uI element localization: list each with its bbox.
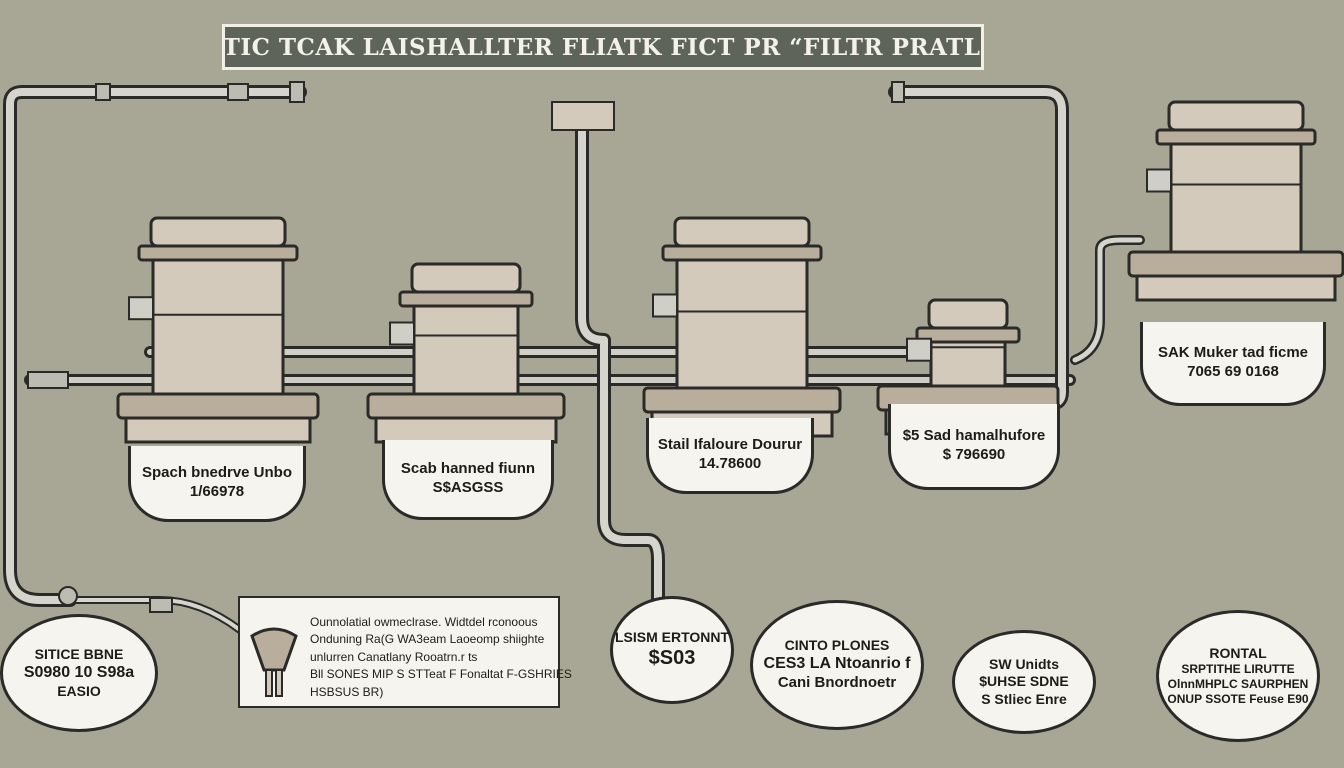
diagram-title: SEPTIC TCAK LAISHALLTER FLIATK FICT PR “… xyxy=(222,24,984,70)
filter-tank-2-base xyxy=(366,392,566,420)
note-line-2: Onduning Ra(G WA3eam Laoeomp shiighte xyxy=(310,632,545,647)
filter-tank-3 xyxy=(642,216,842,438)
filter-tank-5-lid xyxy=(1167,100,1305,132)
callout-1-line3: EASIO xyxy=(57,683,101,699)
callout-3-line3: Cani Bnordnoetr xyxy=(777,674,897,692)
filter-tank-5-collar xyxy=(1135,274,1337,302)
note-line-3: unlurren Canatlany Rooatrn.r ts xyxy=(310,649,478,664)
filter-tank-2-collar xyxy=(374,416,558,444)
filter-label-5-line2: 7065 69 0168 xyxy=(1187,362,1279,380)
filter-tank-2-body xyxy=(412,304,520,396)
filter-tank-1-lid xyxy=(149,216,287,248)
filter-label-2-line2: S$ASGSS xyxy=(432,478,504,496)
callout-4-line2: $UHSE SDNE xyxy=(979,673,1069,690)
filter-tank-4-port xyxy=(906,337,932,362)
filter-label-5: SAK Muker tad ficme 7065 69 0168 xyxy=(1140,322,1326,406)
callout-3-line2: CES3 LA Ntoanrio f xyxy=(763,655,911,673)
callout-5-line3: OlnnMHPLC SAURPHEN xyxy=(1167,677,1309,692)
note-line-5: HSBSUS BR) xyxy=(310,684,384,699)
callout-5-line1: RONTAL xyxy=(1209,644,1267,661)
filter-tank-1-collar xyxy=(124,416,312,444)
filter-tank-3-lid xyxy=(673,216,811,248)
filter-tank-3-body xyxy=(675,258,809,390)
callout-bubble-2: LSISM ERTONNT $S03 xyxy=(610,596,734,704)
filter-label-3-line2: 14.78600 xyxy=(698,454,762,472)
filter-label-4-line2: $ 796690 xyxy=(942,445,1006,463)
filter-label-1: Spach bnedrve Unbo 1/66978 xyxy=(128,446,306,522)
filter-tank-1-body xyxy=(151,258,285,396)
filter-tank-2-lid xyxy=(410,262,522,294)
filter-label-5-line1: SAK Muker tad ficme xyxy=(1157,343,1309,361)
callout-5-line2: SRPTITHE LIRUTTE xyxy=(1181,662,1295,677)
filter-label-1-line2: 1/66978 xyxy=(189,482,245,500)
filter-tank-1-base xyxy=(116,392,320,420)
filter-tank-1 xyxy=(116,216,320,444)
callout-5-line4: ONUP SSOTE Feuse E90 xyxy=(1167,692,1309,707)
filter-label-1-line1: Spach bnedrve Unbo xyxy=(141,463,293,481)
filter-label-4-line1: $5 Sad hamalhufore xyxy=(902,426,1046,444)
filter-tank-4-lid xyxy=(927,298,1009,330)
filter-label-4: $5 Sad hamalhufore $ 796690 xyxy=(888,404,1060,490)
filter-tank-5-port xyxy=(1146,168,1172,193)
filter-tank-1-port xyxy=(128,296,154,321)
filter-label-2: Scab hanned fiunn S$ASGSS xyxy=(382,440,554,520)
filter-tank-3-lid-rim xyxy=(661,244,823,262)
note-line-1: Ounnolatial owmeclrase. Widtdel rconoous xyxy=(310,615,538,629)
filter-tank-5 xyxy=(1127,100,1344,302)
pipe-fittings xyxy=(27,81,905,613)
callout-bubble-1: SITICE BBNE S0980 10 S98a EASIO xyxy=(0,614,158,732)
callout-1-line1: SITICE BBNE xyxy=(34,645,124,662)
filter-tank-3-port xyxy=(652,293,678,318)
callout-bubble-5: RONTAL SRPTITHE LIRUTTE OlnnMHPLC SAURPH… xyxy=(1156,610,1320,742)
callout-2-line1: LSISM ERTONNT xyxy=(614,628,730,645)
filter-tank-2 xyxy=(366,262,566,444)
filter-label-2-line1: Scab hanned fiunn xyxy=(400,459,536,477)
filter-label-3-line1: Stail Ifaloure Dourur xyxy=(657,435,803,453)
filter-tank-4-body xyxy=(929,340,1007,388)
note-line-4: Bll SONES MIP S STTeat F Fonaltat F-GSHR… xyxy=(310,667,572,682)
callout-bubble-3: CINTO PLONES CES3 LA Ntoanrio f Cani Bno… xyxy=(750,600,924,730)
callout-bubble-4: SW Unidts $UHSE SDNE S Stliec Enre xyxy=(952,630,1096,734)
instruction-note: Ounnolatial owmeclrase. Widtdel rconoous… xyxy=(238,596,572,708)
callout-3-line1: CINTO PLONES xyxy=(784,636,890,653)
filter-tank-5-base xyxy=(1127,250,1344,278)
filter-tank-2-port xyxy=(389,321,415,346)
filter-tank-2-lid-rim xyxy=(398,290,534,308)
filter-label-3: Stail Ifaloure Dourur 14.78600 xyxy=(646,418,814,494)
callout-4-line3: S Stliec Enre xyxy=(981,690,1067,707)
callout-1-line2: S0980 10 S98a xyxy=(23,664,135,681)
filter-tank-3-base xyxy=(642,386,842,414)
filter-tank-1-lid-rim xyxy=(137,244,299,262)
funnel-filter-icon xyxy=(250,627,298,697)
callout-4-line1: SW Unidts xyxy=(989,655,1059,672)
callout-2-line2: $S03 xyxy=(648,647,696,670)
filter-tank-5-body xyxy=(1169,142,1303,254)
filter-tank-4-lid-rim xyxy=(915,326,1021,344)
filter-tank-5-lid-rim xyxy=(1155,128,1317,146)
